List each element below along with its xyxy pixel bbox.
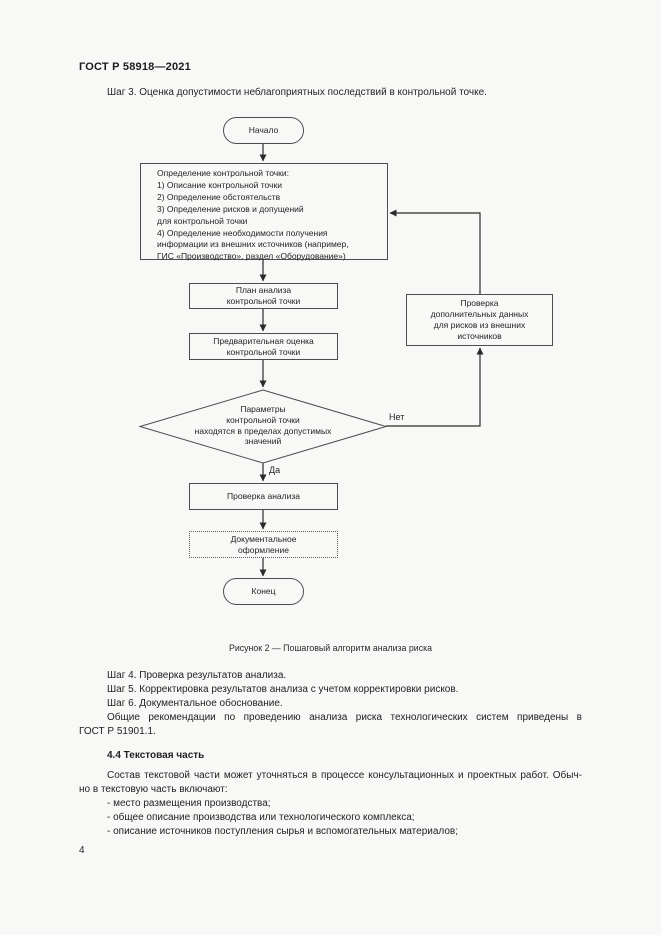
analysis-check-box: Проверка анализа bbox=[189, 483, 338, 510]
documentation-box: Документальное оформление bbox=[189, 531, 338, 558]
step5-text: Шаг 5. Корректировка результатов анализа… bbox=[107, 684, 459, 695]
decision-diamond-shape bbox=[138, 389, 388, 464]
figure-caption: Рисунок 2 — Пошаговый алгоритм анализа р… bbox=[228, 643, 433, 653]
flowchart-connectors bbox=[138, 144, 484, 577]
connector-no-to-external bbox=[386, 347, 484, 427]
document-header: ГОСТ Р 58918—2021 bbox=[79, 61, 191, 73]
general-recommendations-line1: Общие рекомендации по проведению анализа… bbox=[107, 712, 582, 723]
step6-text: Шаг 6. Документальное обоснование. bbox=[107, 698, 283, 709]
compose-paragraph-line2: но в текстовую часть включают: bbox=[79, 784, 228, 795]
body-text: Шаг 4. Проверка результатов анализа. Шаг… bbox=[79, 669, 582, 839]
step4-text: Шаг 4. Проверка результатов анализа. bbox=[107, 670, 287, 681]
yes-label: Да bbox=[269, 465, 281, 475]
connector-external-to-define bbox=[389, 209, 481, 294]
bullet-item: - место размещения производства; bbox=[107, 798, 271, 809]
start-terminator: Начало bbox=[223, 117, 304, 144]
compose-paragraph-line1: Состав текстовой части может уточняться … bbox=[107, 770, 582, 781]
plan-box: План анализа контрольной точки bbox=[189, 283, 338, 309]
no-label: Нет bbox=[389, 412, 405, 422]
general-recommendations-line2: ГОСТ Р 51901.1. bbox=[79, 726, 156, 737]
bullet-item: - общее описание производства или технол… bbox=[107, 812, 415, 823]
bullet-item: - описание источников поступления сырья … bbox=[107, 826, 459, 837]
define-point-box: Определение контрольной точки: 1) Описан… bbox=[140, 163, 388, 261]
decision-diamond-text: Параметры контрольной точки находятся в … bbox=[194, 404, 332, 447]
end-terminator: Конец bbox=[223, 578, 304, 605]
external-check-box: Проверка дополнительных данных для риско… bbox=[406, 294, 553, 346]
pre-eval-box: Предварительная оценка контрольной точки bbox=[189, 333, 338, 360]
page-number: 4 bbox=[79, 845, 85, 856]
step3-text: Шаг 3. Оценка допустимости неблагоприятн… bbox=[107, 87, 487, 98]
section-heading: 4.4 Текстовая часть bbox=[107, 750, 205, 761]
